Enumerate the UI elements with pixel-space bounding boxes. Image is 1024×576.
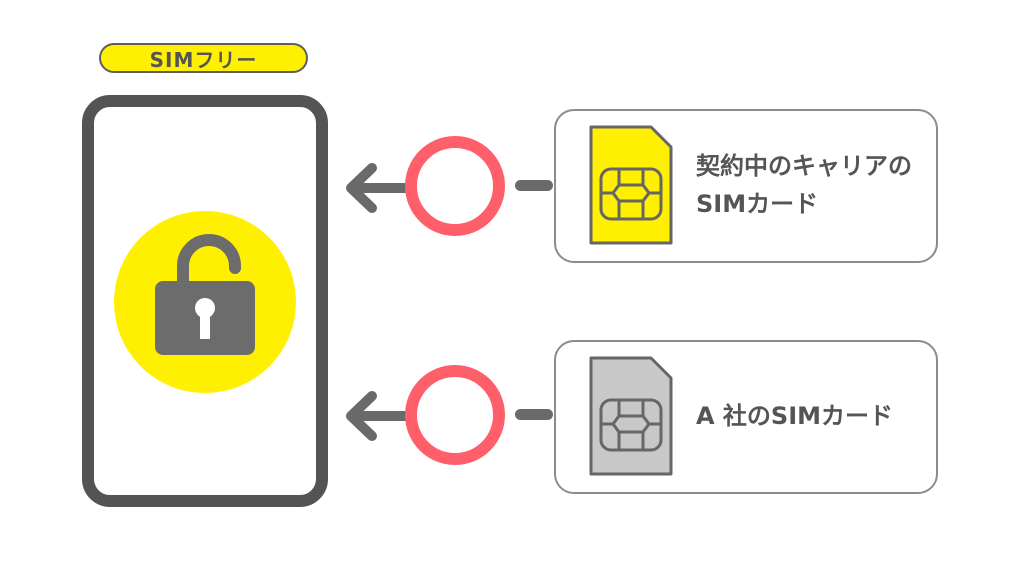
connector-line — [515, 180, 553, 191]
carrier-sim-card-label: 契約中のキャリアの SIMカード — [696, 152, 912, 218]
arrow-left-icon — [346, 391, 411, 441]
other-company-sim-card-label: A 社のSIMカード — [696, 402, 894, 430]
sim-free-label: SIMフリー — [149, 47, 258, 72]
compatible-circle-icon — [405, 136, 505, 236]
compatible-circle-icon — [405, 365, 505, 465]
arrow-left-icon — [346, 163, 411, 213]
connector-line — [515, 409, 553, 420]
sim-card-icon — [589, 125, 673, 245]
unlocked-padlock-icon — [155, 234, 255, 355]
sim-card-icon — [589, 356, 673, 476]
sim-free-badge: SIMフリー — [99, 43, 308, 73]
